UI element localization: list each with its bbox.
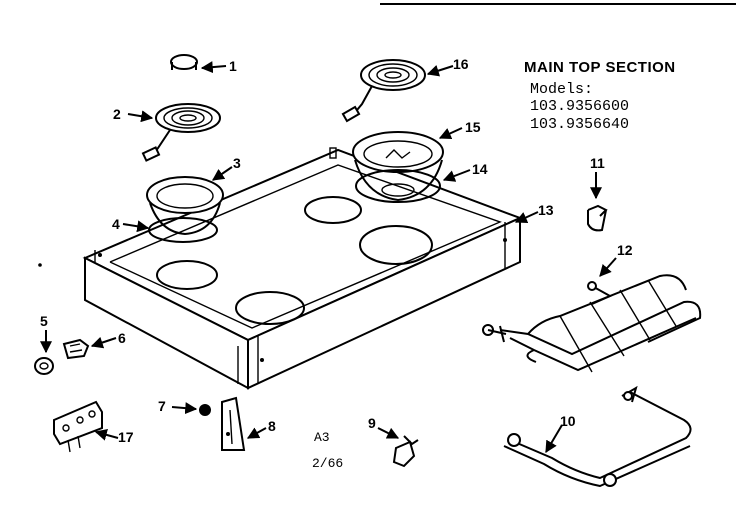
callout-arrow-6 xyxy=(90,336,117,349)
callout-arrow-12 xyxy=(599,257,617,277)
callout-2: 2 xyxy=(113,106,121,122)
drawing-date: 2/66 xyxy=(312,456,343,471)
callout-arrow-9 xyxy=(377,427,400,439)
callout-arrow-15 xyxy=(438,127,463,139)
callout-7: 7 xyxy=(158,398,166,414)
callout-13: 13 xyxy=(538,202,554,218)
callout-12: 12 xyxy=(617,242,633,258)
callout-10: 10 xyxy=(560,413,576,429)
part-1-knob xyxy=(170,54,198,70)
part-7-button xyxy=(199,404,211,416)
callout-arrow-4 xyxy=(122,220,150,233)
part-12-bake-element xyxy=(482,274,702,373)
callout-6: 6 xyxy=(118,330,126,346)
part-16-surface-element xyxy=(341,59,426,123)
callout-14: 14 xyxy=(472,161,488,177)
main-top-panel xyxy=(82,147,523,390)
model-number-2: 103.9356640 xyxy=(530,116,629,133)
drawing-code: A3 xyxy=(314,430,330,445)
callout-arrow-8 xyxy=(246,427,267,439)
callout-11: 11 xyxy=(590,155,605,171)
part-3-drip-bowl xyxy=(146,176,224,236)
callout-arrow-3 xyxy=(212,166,233,181)
part-14-trim-ring xyxy=(355,169,441,203)
callout-arrow-13 xyxy=(514,211,539,223)
callout-arrow-10 xyxy=(545,424,563,454)
callout-16: 16 xyxy=(453,56,469,72)
callout-5: 5 xyxy=(40,313,48,329)
diagram-title: MAIN TOP SECTION xyxy=(524,59,676,76)
callout-4: 4 xyxy=(112,216,120,232)
callout-17: 17 xyxy=(118,429,134,445)
callout-1: 1 xyxy=(229,58,237,74)
model-number-1: 103.9356600 xyxy=(530,98,629,115)
part-10-broil-element xyxy=(503,385,692,488)
callout-arrow-1 xyxy=(200,61,227,74)
callout-3: 3 xyxy=(233,155,241,171)
part-8-bracket xyxy=(221,396,246,451)
part-9-clip xyxy=(392,435,419,468)
scan-dot xyxy=(38,263,42,267)
callout-9: 9 xyxy=(368,415,376,431)
callout-arrow-14 xyxy=(442,169,471,182)
callout-arrow-7 xyxy=(171,402,198,415)
callout-15: 15 xyxy=(465,119,481,135)
part-11-clip xyxy=(587,204,608,232)
part-5-nut xyxy=(34,357,54,375)
callout-arrow-16 xyxy=(426,64,454,77)
callout-arrow-17 xyxy=(94,429,119,441)
part-6-receptacle xyxy=(62,338,90,360)
part-17-terminal-block xyxy=(53,400,103,453)
callout-arrow-2 xyxy=(127,110,154,123)
part-2-surface-element xyxy=(141,103,221,162)
models-label: Models: xyxy=(530,81,593,98)
callout-8: 8 xyxy=(268,418,276,434)
